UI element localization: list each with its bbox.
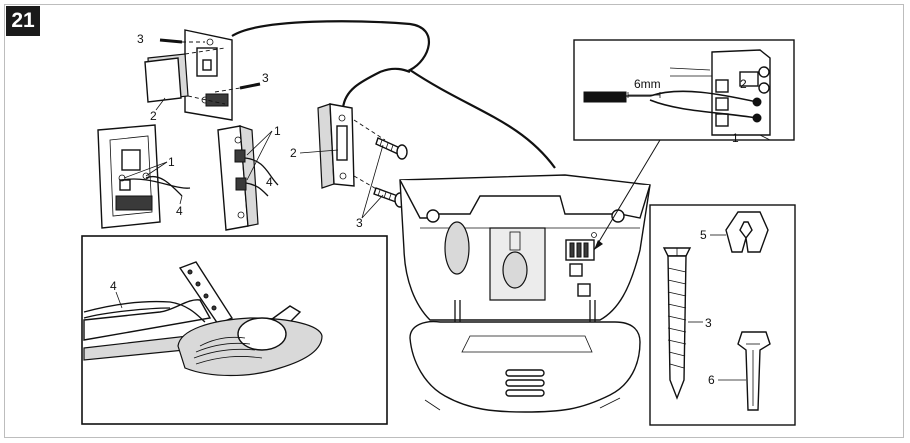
label-screws-bottom: 3 xyxy=(356,216,363,230)
label-cover: 2 xyxy=(150,109,157,123)
label-strip-length: 6mm xyxy=(634,77,661,91)
second-cable xyxy=(341,67,411,109)
wall-plug-icon xyxy=(737,331,771,411)
label-wire-mid: 4 xyxy=(266,175,273,189)
terminal-detail xyxy=(583,49,771,141)
screw-lower xyxy=(373,187,406,208)
label-wire-left: 4 xyxy=(176,204,183,218)
label-plug: 6 xyxy=(708,373,715,387)
wall-button-unit xyxy=(317,103,355,189)
rail-detail xyxy=(83,261,323,377)
main-cable xyxy=(231,20,556,169)
label-detail-ground: 1 xyxy=(732,131,739,145)
screw-upper xyxy=(375,137,408,160)
screw-top-right xyxy=(214,82,261,93)
label-screw-detail: 3 xyxy=(705,316,712,330)
mounting-screw-icon xyxy=(662,247,692,400)
label-button-unit: 2 xyxy=(290,146,297,160)
label-wire-rail: 4 xyxy=(110,279,117,293)
opener-cover xyxy=(409,320,641,413)
wire-clip-icon xyxy=(725,211,769,253)
figure-frame xyxy=(4,4,904,438)
wall-button-top xyxy=(144,29,233,121)
label-screw-right: 3 xyxy=(262,71,269,85)
label-clip: 5 xyxy=(700,228,707,242)
figure-number-badge: 21 xyxy=(6,6,40,36)
screw-top-left xyxy=(159,38,205,44)
garage-opener-unit xyxy=(399,174,651,325)
label-screw-top: 3 xyxy=(137,32,144,46)
label-detail-terminal: 2 xyxy=(740,77,747,91)
label-terminal-left: 1 xyxy=(168,155,175,169)
wall-button-side xyxy=(217,125,259,231)
label-terminal-mid: 1 xyxy=(274,124,281,138)
